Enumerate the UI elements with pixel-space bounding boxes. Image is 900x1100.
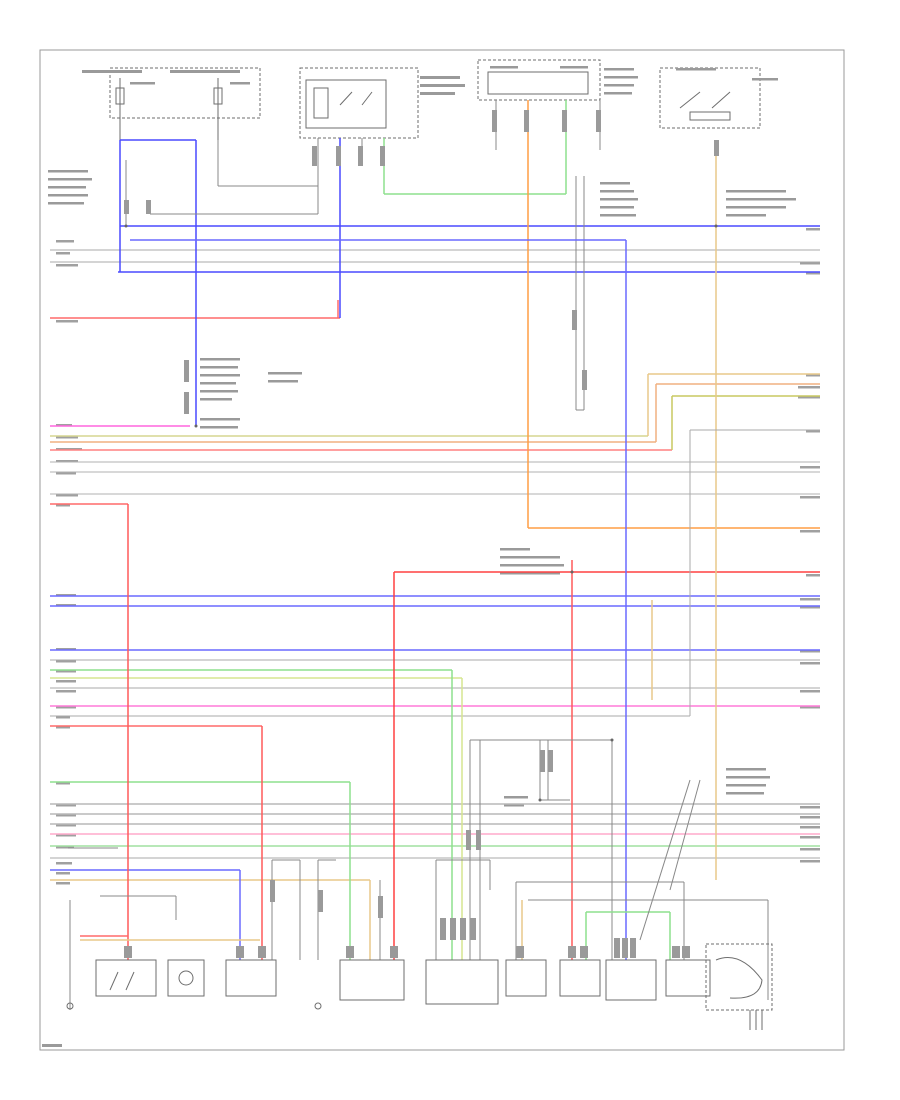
fuse-block-box (109, 67, 261, 119)
sensor-2 (314, 1002, 322, 1010)
sensor-box-3 (505, 959, 547, 997)
module-box-1 (339, 959, 405, 1001)
switch-box (95, 959, 157, 997)
label-clusters (48, 66, 796, 807)
sensor-1 (66, 1002, 74, 1010)
relay-box (299, 67, 419, 139)
motor-box (167, 959, 205, 997)
horizontal-wires (50, 225, 820, 881)
ignition-switch-box (659, 67, 761, 129)
ecu-connector-top (477, 59, 601, 101)
actuator-box (225, 959, 277, 997)
throttle-body-box (705, 943, 773, 1011)
sensor-box-4 (559, 959, 601, 997)
diagram-frame (39, 49, 845, 1051)
vertical-wires (68, 100, 820, 1010)
module-box-2 (425, 959, 499, 1005)
page-id-mark (42, 1044, 62, 1047)
top-components (109, 59, 761, 140)
sensor-box-6 (665, 959, 711, 997)
sensor-box-5 (605, 959, 657, 1001)
bottom-components (66, 943, 773, 1030)
wire-end-labels (56, 228, 820, 885)
connector-pins (124, 110, 719, 958)
splice-dots (124, 224, 718, 802)
